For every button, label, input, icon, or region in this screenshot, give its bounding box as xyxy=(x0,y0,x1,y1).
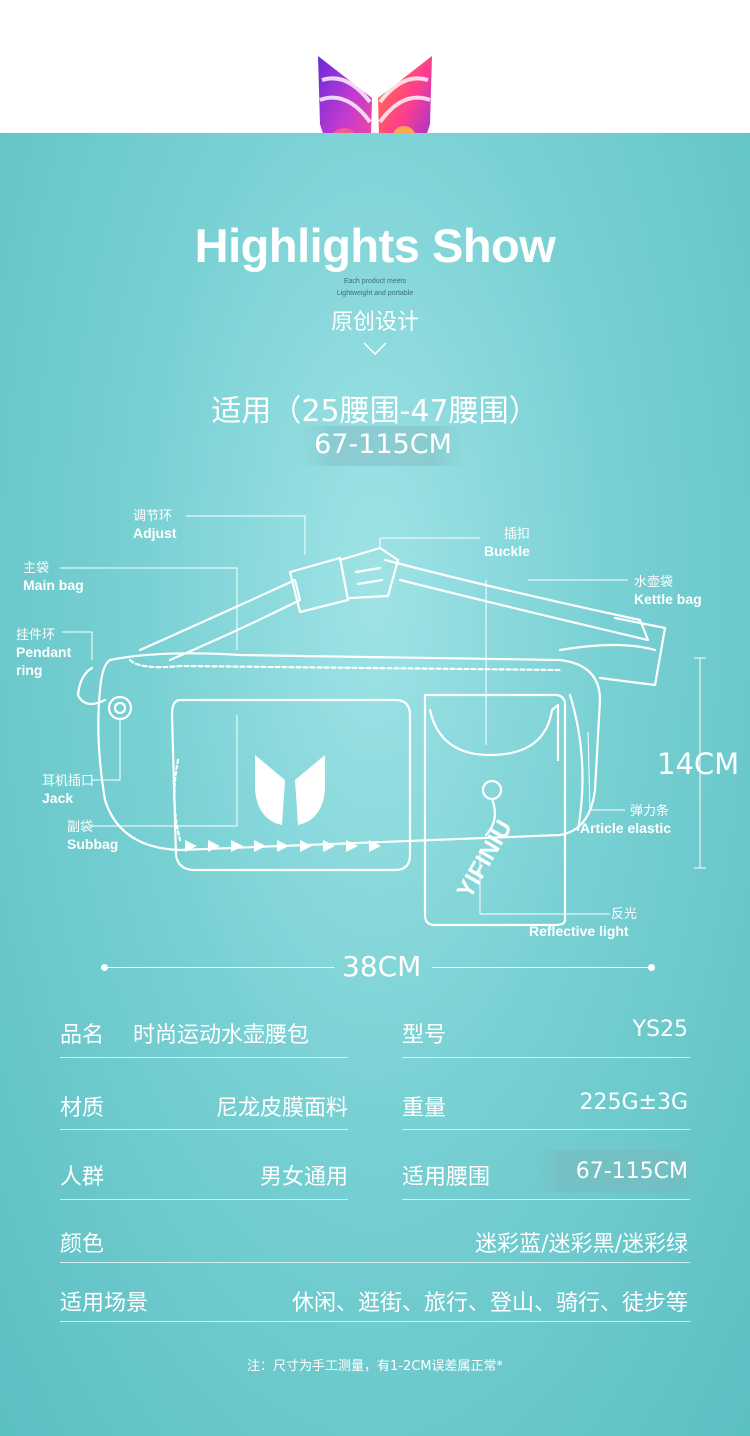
row-divider xyxy=(60,1129,348,1130)
fit-cm: 67-115CM xyxy=(300,426,466,466)
row-divider xyxy=(60,1321,690,1322)
spec-scene-label: 适用场景 xyxy=(60,1291,149,1316)
spec-model-value: YS25 xyxy=(632,1017,688,1042)
spec-material-label: 材质 xyxy=(60,1096,105,1121)
row-divider xyxy=(60,1262,690,1263)
spec-name-value: 时尚运动水壶腰包 xyxy=(133,1023,310,1048)
width-dot-right xyxy=(648,964,655,971)
teal-panel xyxy=(0,133,750,1436)
waist-value-highlight xyxy=(534,1150,700,1192)
subtitle-en-2: Lightweight and portable xyxy=(336,290,414,297)
subtitle-cn: 原创设计 xyxy=(330,310,419,335)
subtitle-en-1: Each product meets xyxy=(343,278,407,285)
spec-scene-value: 休闲、逛街、旅行、登山、骑行、徒步等 xyxy=(291,1291,688,1316)
spec-weight-label: 重量 xyxy=(402,1096,447,1121)
spec-color-value: 迷彩蓝/迷彩黑/迷彩绿 xyxy=(475,1232,688,1257)
chevron-down-icon xyxy=(363,342,387,356)
height-dimension: 14CM xyxy=(657,747,740,781)
width-dot-left xyxy=(101,964,108,971)
spec-material-value: 尼龙皮膜面料 xyxy=(215,1096,348,1121)
width-line-right xyxy=(432,967,652,968)
spec-waist-label: 适用腰围 xyxy=(402,1165,491,1190)
spec-model-label: 型号 xyxy=(402,1023,447,1048)
row-divider xyxy=(402,1129,690,1130)
width-dimension: 38CM xyxy=(342,950,422,983)
page-title: Highlights Show xyxy=(194,219,556,272)
spec-crowd-label: 人群 xyxy=(60,1165,105,1190)
spec-weight-value: 225G±3G xyxy=(579,1090,688,1115)
spec-crowd-value: 男女通用 xyxy=(259,1165,348,1190)
row-divider xyxy=(402,1199,690,1200)
row-divider xyxy=(402,1057,690,1058)
fit-range: 适用（25腰围-47腰围） xyxy=(211,394,539,429)
spec-name-label: 品名 xyxy=(60,1023,105,1048)
row-divider xyxy=(60,1199,348,1200)
bottle-print-text: YIFINIU xyxy=(452,816,518,903)
row-divider xyxy=(60,1057,348,1058)
width-line-left xyxy=(104,967,334,968)
waist-bag-illustration: YIFINIU xyxy=(60,515,706,927)
measurement-note: 注：尺寸为手工测量，有1-2CM误差属正常* xyxy=(246,1359,504,1374)
spec-color-label: 颜色 xyxy=(60,1232,105,1257)
spec-waist-value: 67-115CM xyxy=(575,1159,688,1184)
